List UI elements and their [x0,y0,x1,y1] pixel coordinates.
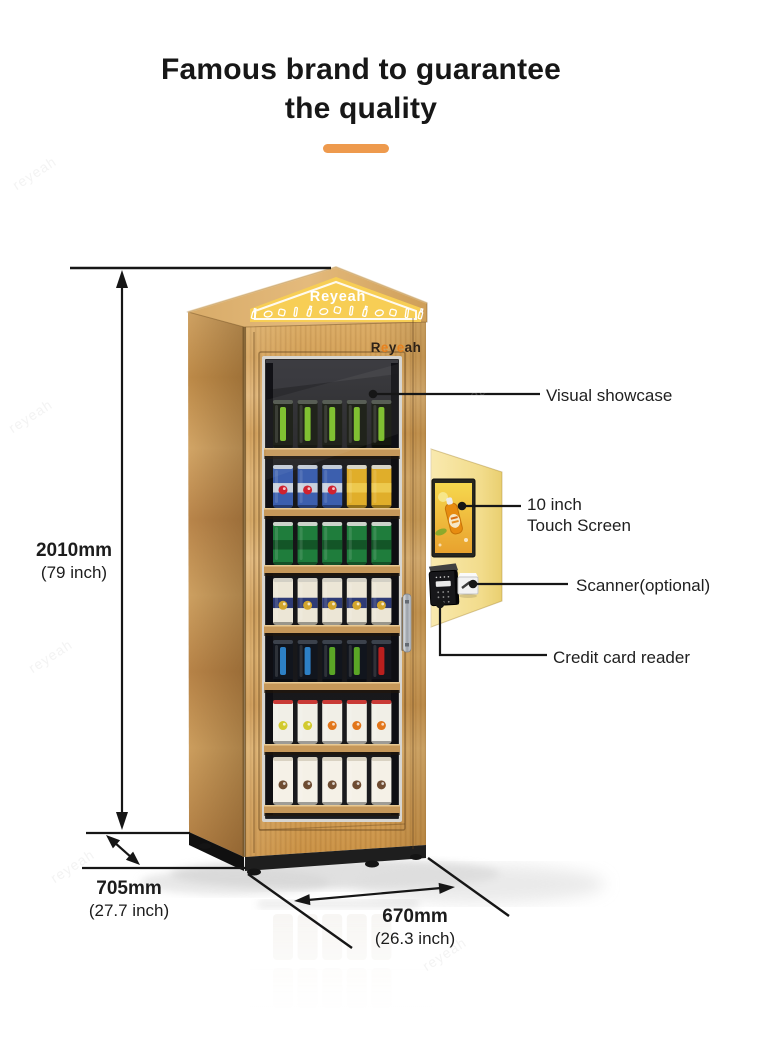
page-title-line2: the quality [284,92,438,125]
machine-base-front [245,845,426,871]
card-reader-label: Credit card reader [553,648,691,667]
roof-sign-brand: Reyeah [310,289,366,305]
depth-dimension-label: 705mm (27.7 inch) [66,877,192,921]
width-inch: (26.3 inch) [374,929,456,948]
machine-feet [199,843,422,876]
height-inch: (79 inch) [40,563,108,582]
side-panel [428,448,503,628]
sign-food-icon [417,307,424,320]
callout-dots [368,389,478,609]
page-title-line1: Famous brand to guarantee [160,53,562,86]
scanner-label: Scanner(optional) [576,576,711,595]
depth-arrow-line [113,841,133,859]
width-arrow-line [307,886,442,902]
touch-screen [431,478,476,558]
shelf-row [264,578,400,636]
sign-food-icon [348,305,354,316]
shelf-track-left [266,363,273,815]
sign-food-icon [306,305,313,317]
sign-food-icon [389,308,397,317]
roof-sign-food-icons [250,305,424,320]
floor-reflection [250,896,432,1041]
width-dimension-label: 670mm (26.3 inch) [334,905,496,949]
shelf-track-right [391,363,398,815]
door-handle [401,593,412,653]
card-reader [428,563,460,607]
height-dimension-label: 2010mm (79 inch) [28,539,120,583]
height-value: 2010mm [35,540,113,561]
sign-food-icon [404,308,410,319]
title-accent-bar [323,144,389,153]
touch-screen-label: 10 inch Touch Screen [527,494,631,536]
juice-bottle-art [444,497,463,535]
dimension-lines [70,266,510,949]
door-logo: Reyeah [371,340,422,355]
touch-screen-label-line1: 10 inch [527,495,582,514]
sign-food-icon [319,307,329,316]
glass-sheen [266,364,398,480]
width-guide-left [247,873,353,949]
shelf-row [264,757,400,816]
touch-screen-label-line2: Touch Screen [527,516,631,535]
vending-machine: Reyeah Reyeah [186,265,503,876]
visual-showcase-label: Visual showcase [546,386,673,405]
sign-food-icon [333,306,342,315]
door-frame [258,351,406,831]
sign-food-icon [277,308,286,317]
corner-edge [242,322,246,857]
sign-food-icon [362,305,368,317]
sign-food-icon [263,310,273,318]
sign-food-icon [293,306,299,317]
product-shelves [264,400,400,816]
machine-base-side [189,832,244,871]
depth-value: 705mm [96,878,162,899]
width-guide-right [427,857,510,917]
card-reader-line [438,608,547,657]
door-seam-bottom [258,823,406,831]
sign-food-icon [374,309,384,317]
dimension-arrowheads [106,270,455,906]
depth-inch: (27.7 inch) [88,901,170,920]
width-value: 670mm [382,906,448,927]
shelf-row [264,640,400,693]
callout-lines [377,392,568,657]
shelf-row [264,465,400,519]
shelf-row [264,400,400,459]
shelf-row [264,522,400,576]
sign-food-icon [250,307,257,320]
page-title: Famous brand to guarantee the quality [0,50,722,128]
shelf-row [264,700,400,755]
